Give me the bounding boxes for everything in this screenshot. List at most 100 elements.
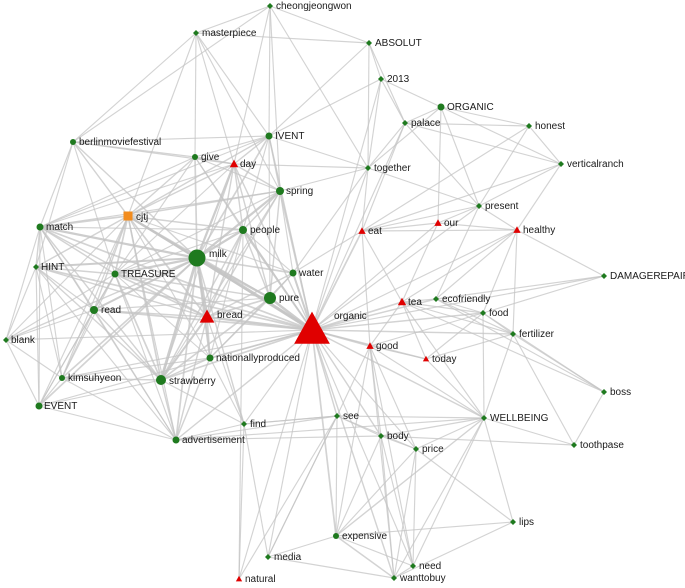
edge-wellbeing-tea <box>401 301 485 419</box>
node-strawberry <box>156 375 166 385</box>
edge-damagerepair-healthy <box>516 229 605 277</box>
edge-body-wanttobuy <box>380 435 395 579</box>
edge-bread-cjtj <box>127 215 208 318</box>
node-price <box>413 446 419 452</box>
edge-tea-healthy <box>401 229 518 303</box>
edge-organic-kimsuhyeon <box>61 329 313 379</box>
edge-organic-strawberry <box>160 329 313 381</box>
label-treasure: TREASURE <box>121 269 176 280</box>
label-fertilizer: fertilizer <box>519 329 555 340</box>
edge-eat-healthy <box>361 229 518 232</box>
edge-match-berlinmoviefestival <box>39 141 74 228</box>
edge-expensive-price <box>335 448 417 537</box>
node-eat <box>358 227 366 234</box>
label-cjtj: cjtj <box>136 212 148 223</box>
edge-treasure-advertisement <box>114 273 177 441</box>
edge-wellbeing-see <box>336 415 485 419</box>
label-spring: spring <box>286 186 313 197</box>
edge-read-event <box>38 309 95 407</box>
edge-price-lips <box>415 448 514 523</box>
edge-milk-strawberry <box>159 257 199 381</box>
label-need: need <box>419 561 441 572</box>
edge-match-hint <box>35 226 41 268</box>
label-layer: cheongjeongwonmasterpieceABSOLUT2013ORGA… <box>11 1 685 585</box>
node-give <box>192 154 198 160</box>
node-organic_caps <box>437 103 445 111</box>
edge-spring-ivent <box>268 135 281 192</box>
label-event: EVENT <box>44 401 77 412</box>
edge-expensive-body <box>335 435 382 537</box>
node-expensive <box>333 533 339 539</box>
edge-nationallyproduced-find <box>209 357 245 425</box>
node-people <box>239 226 247 234</box>
node-find <box>241 421 247 427</box>
edge-expensive-wanttobuy <box>335 535 395 579</box>
edge-damagerepair-food <box>482 275 605 314</box>
edge-match-people <box>39 226 244 231</box>
label-find: find <box>250 419 266 430</box>
edge-wellbeing-toothpase <box>483 417 575 446</box>
edge-organic-advertisement <box>175 329 313 441</box>
edge-cjtj-people <box>127 215 244 231</box>
edge-advertisement-kimsuhyeon <box>61 377 177 441</box>
edge-milk-advertisement <box>175 257 198 441</box>
edge-organic-body <box>311 329 382 437</box>
edge-cjtj-treasure <box>114 215 129 275</box>
edge-present-palace <box>404 122 480 207</box>
node-our <box>434 219 442 226</box>
edge-organic-blank <box>5 329 313 341</box>
edge-strawberry-kimsuhyeon <box>61 377 162 381</box>
edge-wanttobuy-media <box>267 556 395 579</box>
edge-absolut-y2013 <box>368 42 382 80</box>
edge-expensive-need <box>335 535 414 567</box>
edge-palace-together <box>367 122 406 169</box>
edge-good-eat <box>361 230 371 347</box>
edge-find-strawberry <box>160 379 245 425</box>
edge-treasure-blank <box>5 273 116 341</box>
label-blank: blank <box>11 335 36 346</box>
edge-ivent-cheongjeongwon <box>268 5 271 137</box>
edge-bread-read <box>93 309 208 318</box>
node-pure <box>264 292 276 304</box>
label-milk: milk <box>209 249 228 260</box>
node-palace <box>402 120 408 126</box>
edge-treasure-nationallyproduced <box>114 273 211 359</box>
label-today: today <box>432 354 456 365</box>
edge-treasure-berlinmoviefestival <box>72 141 116 275</box>
edge-strawberry-nationallyproduced <box>160 357 211 381</box>
edge-eat-our <box>361 222 439 232</box>
label-body: body <box>387 431 409 442</box>
edge-milk-find <box>196 257 245 425</box>
edge-ivent-together <box>268 135 369 169</box>
node-masterpiece <box>193 30 199 36</box>
edge-cjtj-advertisement <box>127 215 177 441</box>
edge-people-ivent <box>242 135 270 231</box>
node-advertisement <box>172 436 180 444</box>
node-toothpase <box>571 442 577 448</box>
edge-cheongjeongwon-masterpiece <box>195 5 271 34</box>
edge-fertilizer-toothpase <box>512 333 575 446</box>
edge-bread-find <box>206 316 245 425</box>
edge-match-blank <box>5 226 41 341</box>
label-eat: eat <box>368 226 382 237</box>
edge-milk-berlinmoviefestival <box>72 141 198 259</box>
edge-match-day <box>39 163 235 228</box>
label-people: people <box>250 225 280 236</box>
edge-cjtj-give <box>127 156 196 217</box>
node-healthy <box>513 226 521 233</box>
edge-honest-verticalranch <box>528 125 562 165</box>
edge-ecofriendly-damagerepair <box>435 275 605 300</box>
label-honest: honest <box>535 121 565 132</box>
edge-our-healthy <box>437 222 518 231</box>
label-bread: bread <box>217 310 243 321</box>
edge-bread-people <box>206 229 244 318</box>
edge-cjtj-berlinmoviefestival <box>72 141 129 217</box>
edge-tea-boss <box>401 301 605 393</box>
edge-cjtj-water <box>127 215 294 274</box>
node-spring <box>276 187 284 195</box>
edge-healthy-verticalranch <box>516 163 562 231</box>
node-nationallyproduced <box>206 354 214 362</box>
node-cjtj <box>123 211 133 221</box>
edge-tea-food <box>401 301 484 314</box>
edge-pure-strawberry <box>160 297 271 381</box>
